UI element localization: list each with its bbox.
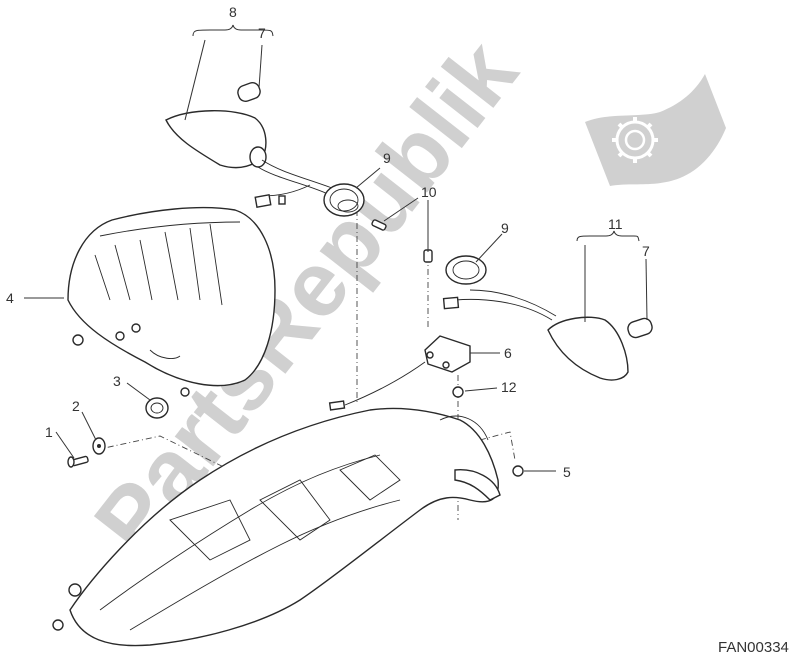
part-washer-2 (92, 437, 106, 455)
part-spacer (145, 397, 169, 419)
part-grommet-left (323, 183, 365, 217)
part-screw-5 (512, 465, 524, 477)
callout-11: 11 (608, 216, 623, 232)
part-right-turn-indicator (442, 289, 629, 381)
callout-12: 12 (501, 379, 517, 395)
part-license-plate-holder (52, 407, 501, 647)
callout-7-right: 7 (642, 243, 650, 259)
part-left-turn-indicator (165, 110, 333, 208)
leader-lines (24, 24, 648, 472)
callout-8: 8 (229, 4, 237, 20)
callout-4: 4 (6, 290, 14, 306)
figure-code: FAN00334 (718, 639, 789, 656)
part-screw-1 (67, 455, 89, 468)
part-nut-12 (452, 386, 464, 398)
callout-2: 2 (72, 398, 80, 414)
part-screw-10 (371, 219, 433, 263)
callout-10: 10 (421, 184, 437, 200)
part-license-plate-light (328, 335, 471, 411)
callout-6: 6 (504, 345, 512, 361)
part-bulb-right (627, 317, 653, 339)
part-grommet-right (445, 255, 487, 285)
callout-3: 3 (113, 373, 121, 389)
callout-labels: 1 2 3 4 5 6 7 7 8 9 9 10 11 12 (6, 4, 650, 480)
gear-icon (585, 74, 726, 186)
callout-9-left: 9 (383, 150, 391, 166)
callout-1: 1 (45, 424, 53, 440)
callout-9-right: 9 (501, 220, 509, 236)
callout-5: 5 (563, 464, 571, 480)
callout-7-left: 7 (258, 25, 266, 41)
part-tail-light (67, 206, 276, 397)
part-bulb-left (237, 81, 261, 103)
